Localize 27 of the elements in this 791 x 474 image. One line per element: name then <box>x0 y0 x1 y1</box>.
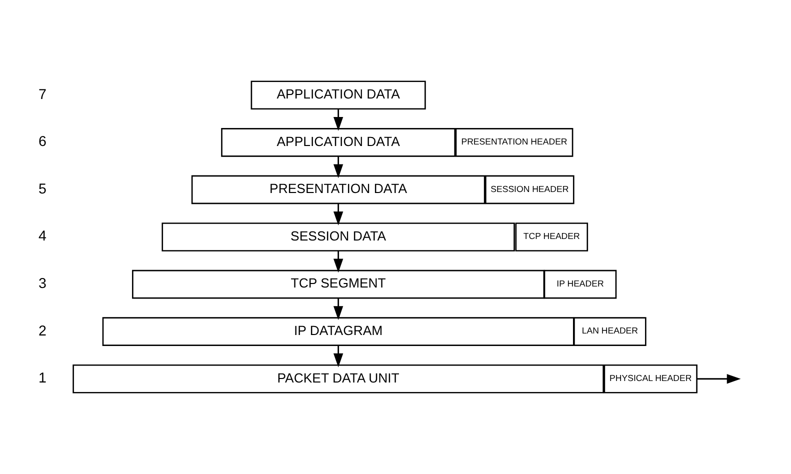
node-box: APPLICATION DATA <box>221 128 456 157</box>
node-box: PRESENTATION DATA <box>191 175 486 204</box>
arrow <box>333 204 344 226</box>
arrow <box>697 374 741 384</box>
label: 1 <box>38 370 46 387</box>
arrow <box>333 250 344 273</box>
label: 7 <box>38 86 46 103</box>
arrow <box>333 109 344 131</box>
label: 5 <box>38 181 46 198</box>
node-box: SESSION DATA <box>162 222 515 252</box>
node-box: LAN HEADER <box>574 317 646 346</box>
node-box: PRESENTATION HEADER <box>455 128 574 157</box>
label: 4 <box>38 228 46 245</box>
arrow <box>333 298 344 320</box>
arrow <box>333 156 344 178</box>
node-box: IP HEADER <box>544 270 617 299</box>
node-box: IP DATAGRAM <box>102 317 574 346</box>
label: 2 <box>38 323 46 340</box>
label: 3 <box>38 276 46 292</box>
node-box: PHYSICAL HEADER <box>604 364 698 394</box>
node-box: TCP SEGMENT <box>132 270 545 299</box>
arrow <box>333 345 344 368</box>
node-box: SESSION HEADER <box>485 175 574 204</box>
node-box: PACKET DATA UNIT <box>72 364 604 394</box>
node-box: APPLICATION DATA <box>250 80 426 110</box>
node-box: TCP HEADER <box>515 222 588 252</box>
label: 6 <box>38 134 46 150</box>
